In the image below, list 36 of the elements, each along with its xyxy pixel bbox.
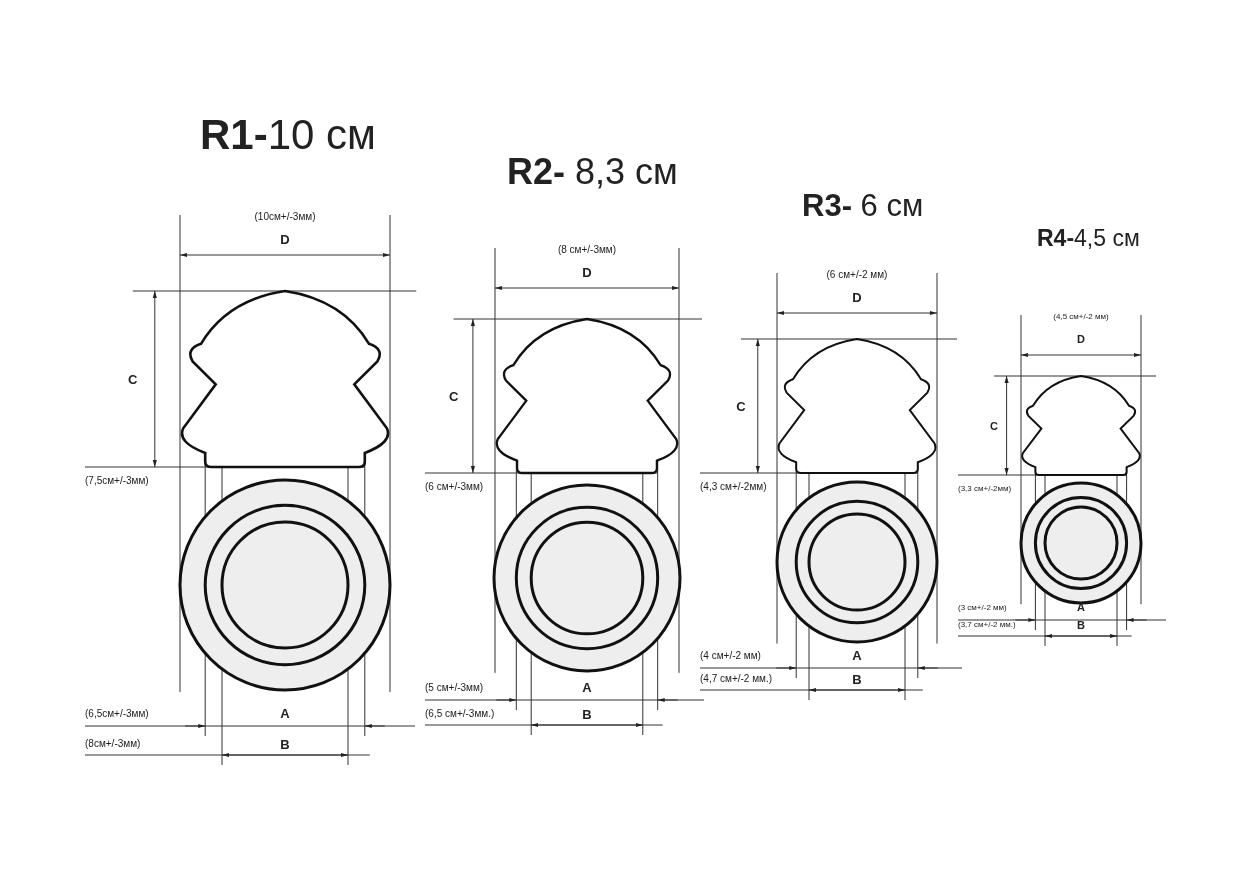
dimension-letter: B	[280, 737, 290, 751]
dimension-letter: B	[1077, 619, 1085, 631]
size-heading: R1-10 см	[200, 114, 376, 156]
dimension-text: (6,5 см+/-3мм.)	[425, 709, 495, 719]
dimension-letter: B	[582, 707, 592, 721]
dimension-letter: C	[990, 420, 998, 431]
dimension-text: (6 см+/-2 мм)	[826, 270, 888, 280]
dimension-text: (4,3 см+/-2мм)	[700, 482, 767, 492]
dimension-text: (8см+/-3мм)	[85, 739, 141, 749]
dimension-letter: A	[852, 648, 862, 662]
dimension-letter: C	[448, 389, 459, 403]
dimension-letter: D	[582, 265, 592, 279]
size-heading: R4-4,5 см	[1037, 226, 1140, 250]
dimension-text: (3,7 см+/-2 мм.)	[958, 621, 1016, 629]
dimension-text: (4,5 см+/-2 мм)	[1053, 313, 1109, 321]
size-heading: R2- 8,3 см	[507, 154, 678, 190]
dimension-text: (3,3 см+/-2мм)	[958, 485, 1012, 493]
dimension-text: (6,5см+/-3мм)	[85, 709, 149, 719]
dimension-text: (5 см+/-3мм)	[425, 683, 484, 693]
size-heading: R3- 6 см	[802, 189, 924, 221]
dimension-letter: D	[852, 290, 862, 304]
dimension-text: (8 см+/-3мм)	[557, 245, 617, 255]
dimension-text: (4 см+/-2 мм)	[700, 651, 761, 661]
dimension-letter: A	[280, 706, 290, 720]
dimension-text: (4,7 см+/-2 мм.)	[700, 674, 773, 684]
dimension-letter: D	[1077, 333, 1085, 345]
dimension-text: (10см+/-3мм)	[254, 212, 316, 222]
dimension-letter: C	[128, 372, 138, 386]
dimension-letter: B	[852, 672, 862, 686]
dimension-letter: C	[736, 399, 746, 413]
dimension-letter: A	[1077, 601, 1085, 613]
dimension-letter: D	[280, 232, 290, 246]
dimension-text: (3 см+/-2 мм)	[958, 604, 1007, 612]
dimension-letter: A	[582, 680, 592, 694]
dimension-text: (6 см+/-3мм)	[425, 482, 484, 492]
dimension-text: (7,5см+/-3мм)	[85, 476, 149, 486]
